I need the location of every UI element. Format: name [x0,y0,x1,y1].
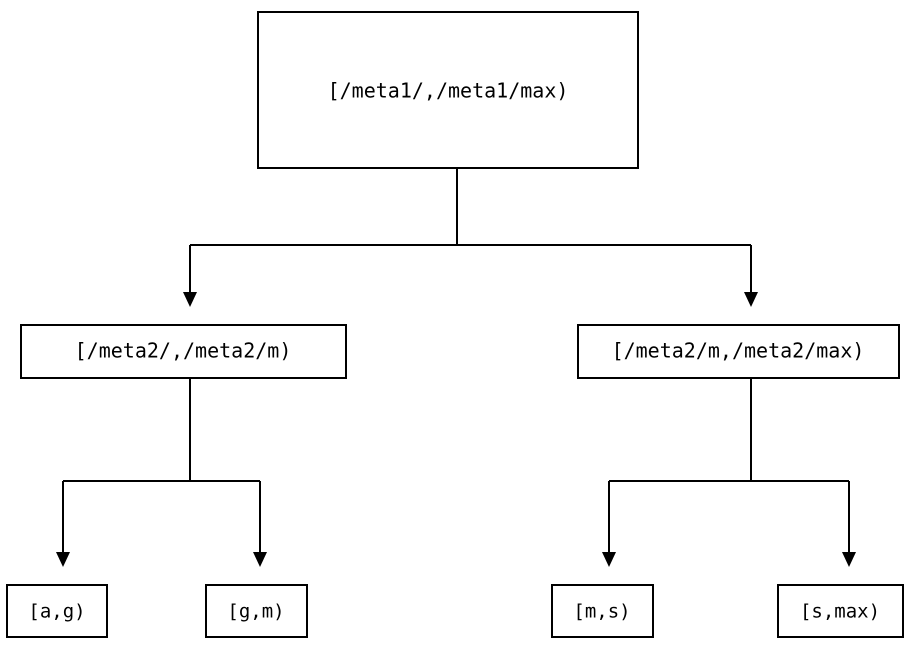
node-mid-right-label: [/meta2/m,/meta2/max) [612,339,865,363]
node-leaf-2-label: [g,m) [227,601,284,623]
node-leaf-4-label: [s,max) [800,601,880,623]
node-leaf-4[interactable]: [s,max) [777,584,904,638]
node-root-label: [/meta1/,/meta1/max) [328,79,569,103]
node-leaf-3[interactable]: [m,s) [551,584,654,638]
node-mid-right[interactable]: [/meta2/m,/meta2/max) [577,324,900,379]
node-leaf-1-box [6,584,108,638]
arrow-head-leaf-2 [253,552,267,567]
arrow-head-mid-left [183,292,197,307]
arrow-head-leaf-1 [56,552,70,567]
node-leaf-2-box [205,584,308,638]
node-leaf-1[interactable]: [a,g) [6,584,108,638]
node-leaf-2[interactable]: [g,m) [205,584,308,638]
arrow-head-leaf-3 [602,552,616,567]
node-mid-left-box [20,324,347,379]
node-root-box [257,11,639,169]
node-leaf-4-box [777,584,904,638]
node-mid-left[interactable]: [/meta2/,/meta2/m) [20,324,347,379]
edge-group-mid-left [56,378,267,567]
edge-group-root [183,168,758,307]
node-leaf-1-label: [a,g) [28,601,85,623]
node-root[interactable]: [/meta1/,/meta1/max) [257,11,639,169]
node-leaf-3-box [551,584,654,638]
arrow-head-mid-right [744,292,758,307]
node-mid-left-label: [/meta2/,/meta2/m) [75,339,292,363]
node-mid-right-box [577,324,900,379]
edge-group-mid-right [602,378,856,567]
arrow-head-leaf-4 [842,552,856,567]
node-leaf-3-label: [m,s) [573,601,630,623]
